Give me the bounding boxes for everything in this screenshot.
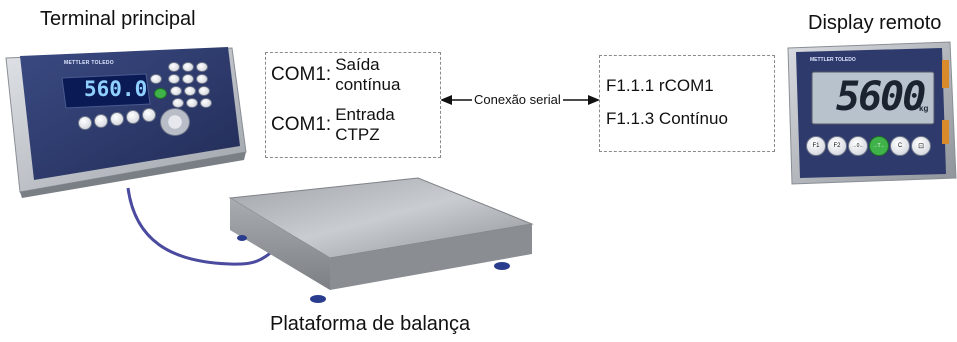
remote-button-print[interactable]: ⊡ bbox=[911, 136, 931, 156]
serial-connection-label: Conexão serial bbox=[472, 92, 563, 107]
remote-lcd bbox=[811, 71, 935, 125]
terminal-softkey[interactable] bbox=[142, 108, 156, 122]
remote-display-value: 5600 bbox=[836, 74, 926, 120]
terminal-key[interactable] bbox=[196, 62, 208, 72]
remote-brand: METTLER TOLEDO bbox=[810, 57, 856, 63]
terminal-softkey[interactable] bbox=[78, 116, 92, 130]
terminal-key[interactable] bbox=[182, 62, 194, 72]
terminal-display-value: 560.0 bbox=[84, 77, 148, 101]
remote-button-zero[interactable]: →0← bbox=[848, 136, 868, 156]
caption-display-remoto: Display remoto bbox=[808, 12, 942, 34]
remote-config-box: F1.1.1 rCOM1 F1.1.3 Contínuo bbox=[599, 55, 775, 152]
remote-param-continuo: F1.1.3 Contínuo bbox=[606, 109, 728, 128]
com1-label: COM1: bbox=[271, 114, 332, 135]
remote-button-f1[interactable]: F1 bbox=[806, 136, 826, 156]
terminal-green-key[interactable] bbox=[154, 88, 167, 99]
platform-foot bbox=[237, 235, 247, 241]
terminal-key[interactable] bbox=[184, 86, 196, 96]
com1-input-value: Entrada CTPZ bbox=[335, 105, 395, 145]
terminal-key[interactable] bbox=[200, 98, 212, 108]
caption-terminal-principal: Terminal principal bbox=[40, 8, 196, 30]
config-row-output: COM1: Saída contínua bbox=[271, 55, 400, 95]
terminal-key[interactable] bbox=[186, 98, 198, 108]
arrowhead-right bbox=[588, 95, 600, 105]
config-row-input: COM1: Entrada CTPZ bbox=[271, 105, 395, 145]
terminal-key[interactable] bbox=[170, 86, 182, 96]
main-terminal bbox=[5, 47, 247, 198]
terminal-softkey[interactable] bbox=[94, 114, 108, 128]
platform-foot bbox=[494, 262, 510, 270]
terminal-key[interactable] bbox=[168, 62, 180, 72]
terminal-key[interactable] bbox=[150, 74, 162, 84]
com1-output-value: Saída contínua bbox=[335, 55, 400, 95]
value-line: contínua bbox=[335, 75, 401, 94]
terminal-key[interactable] bbox=[198, 86, 210, 96]
terminal-key[interactable] bbox=[168, 74, 180, 84]
terminal-softkey[interactable] bbox=[126, 110, 140, 124]
terminal-navigation-pad[interactable] bbox=[160, 108, 190, 136]
remote-side-tab bbox=[942, 60, 949, 88]
com1-label: COM1: bbox=[271, 64, 332, 85]
platform-foot bbox=[310, 295, 326, 303]
remote-display-unit: kg bbox=[919, 104, 929, 113]
arrowhead-left bbox=[440, 95, 452, 105]
caption-plataforma-de-balanca: Plataforma de balança bbox=[270, 313, 471, 335]
terminal-config-box: COM1: Saída contínua COM1: Entrada CTPZ bbox=[265, 52, 441, 158]
remote-side-tab bbox=[942, 120, 949, 144]
scale-cable bbox=[126, 187, 275, 266]
value-line: Saída bbox=[335, 55, 380, 74]
terminal-key[interactable] bbox=[172, 98, 184, 108]
terminal-key[interactable] bbox=[182, 74, 194, 84]
remote-button-f2[interactable]: F2 bbox=[827, 136, 847, 156]
remote-param-rcom1: F1.1.1 rCOM1 bbox=[606, 76, 714, 95]
terminal-key[interactable] bbox=[196, 74, 208, 84]
value-line: CTPZ bbox=[335, 125, 380, 144]
remote-button-clear[interactable]: C bbox=[890, 136, 910, 156]
terminal-softkey[interactable] bbox=[110, 112, 124, 126]
remote-button-tare[interactable]: →T← bbox=[869, 136, 889, 156]
scale-platform bbox=[228, 177, 534, 303]
terminal-brand: METTLER TOLEDO bbox=[64, 60, 114, 66]
value-line: Entrada bbox=[335, 105, 395, 124]
